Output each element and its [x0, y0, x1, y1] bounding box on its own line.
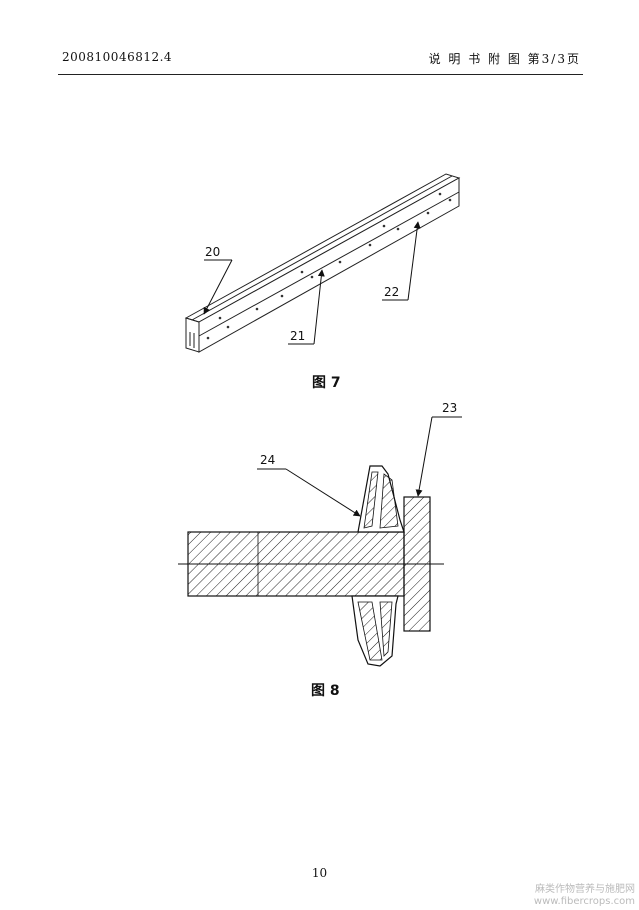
label-24: 24 [257, 453, 361, 517]
page-number: 10 [311, 866, 328, 880]
svg-text:24: 24 [260, 453, 275, 467]
document-number: 200810046812.4 [62, 50, 173, 64]
svg-text:22: 22 [384, 285, 399, 299]
svg-text:20: 20 [205, 245, 220, 259]
svg-text:21: 21 [290, 329, 305, 343]
figure-8-drawing: 23 24 [178, 401, 462, 667]
label-23: 23 [415, 401, 462, 497]
svg-text:23: 23 [442, 401, 457, 415]
rail-holes [206, 192, 452, 340]
section-title: 说 明 书 附 图 [428, 52, 522, 66]
page-label: 第3/3页 [527, 52, 581, 66]
header-title: 说 明 书 附 图 第3/3页 [429, 50, 581, 67]
figure-8-caption: 图 8 [311, 683, 340, 699]
watermark: 麻类作物营养与施肥网 www.fibercrops.com [534, 884, 635, 908]
rail-part [184, 173, 461, 353]
figure-7-caption: 图 7 [312, 375, 341, 391]
label-22: 22 [382, 221, 421, 301]
watermark-url: www.fibercrops.com [533, 896, 635, 907]
header-divider [58, 74, 583, 75]
lower-blade-section [351, 595, 399, 667]
watermark-site-name: 麻类作物营养与施肥网 [535, 884, 635, 895]
upper-blade-section [357, 465, 405, 533]
figure-7-drawing: 20 21 22 [184, 173, 461, 353]
label-21: 21 [288, 269, 325, 345]
label-20: 20 [203, 245, 233, 315]
